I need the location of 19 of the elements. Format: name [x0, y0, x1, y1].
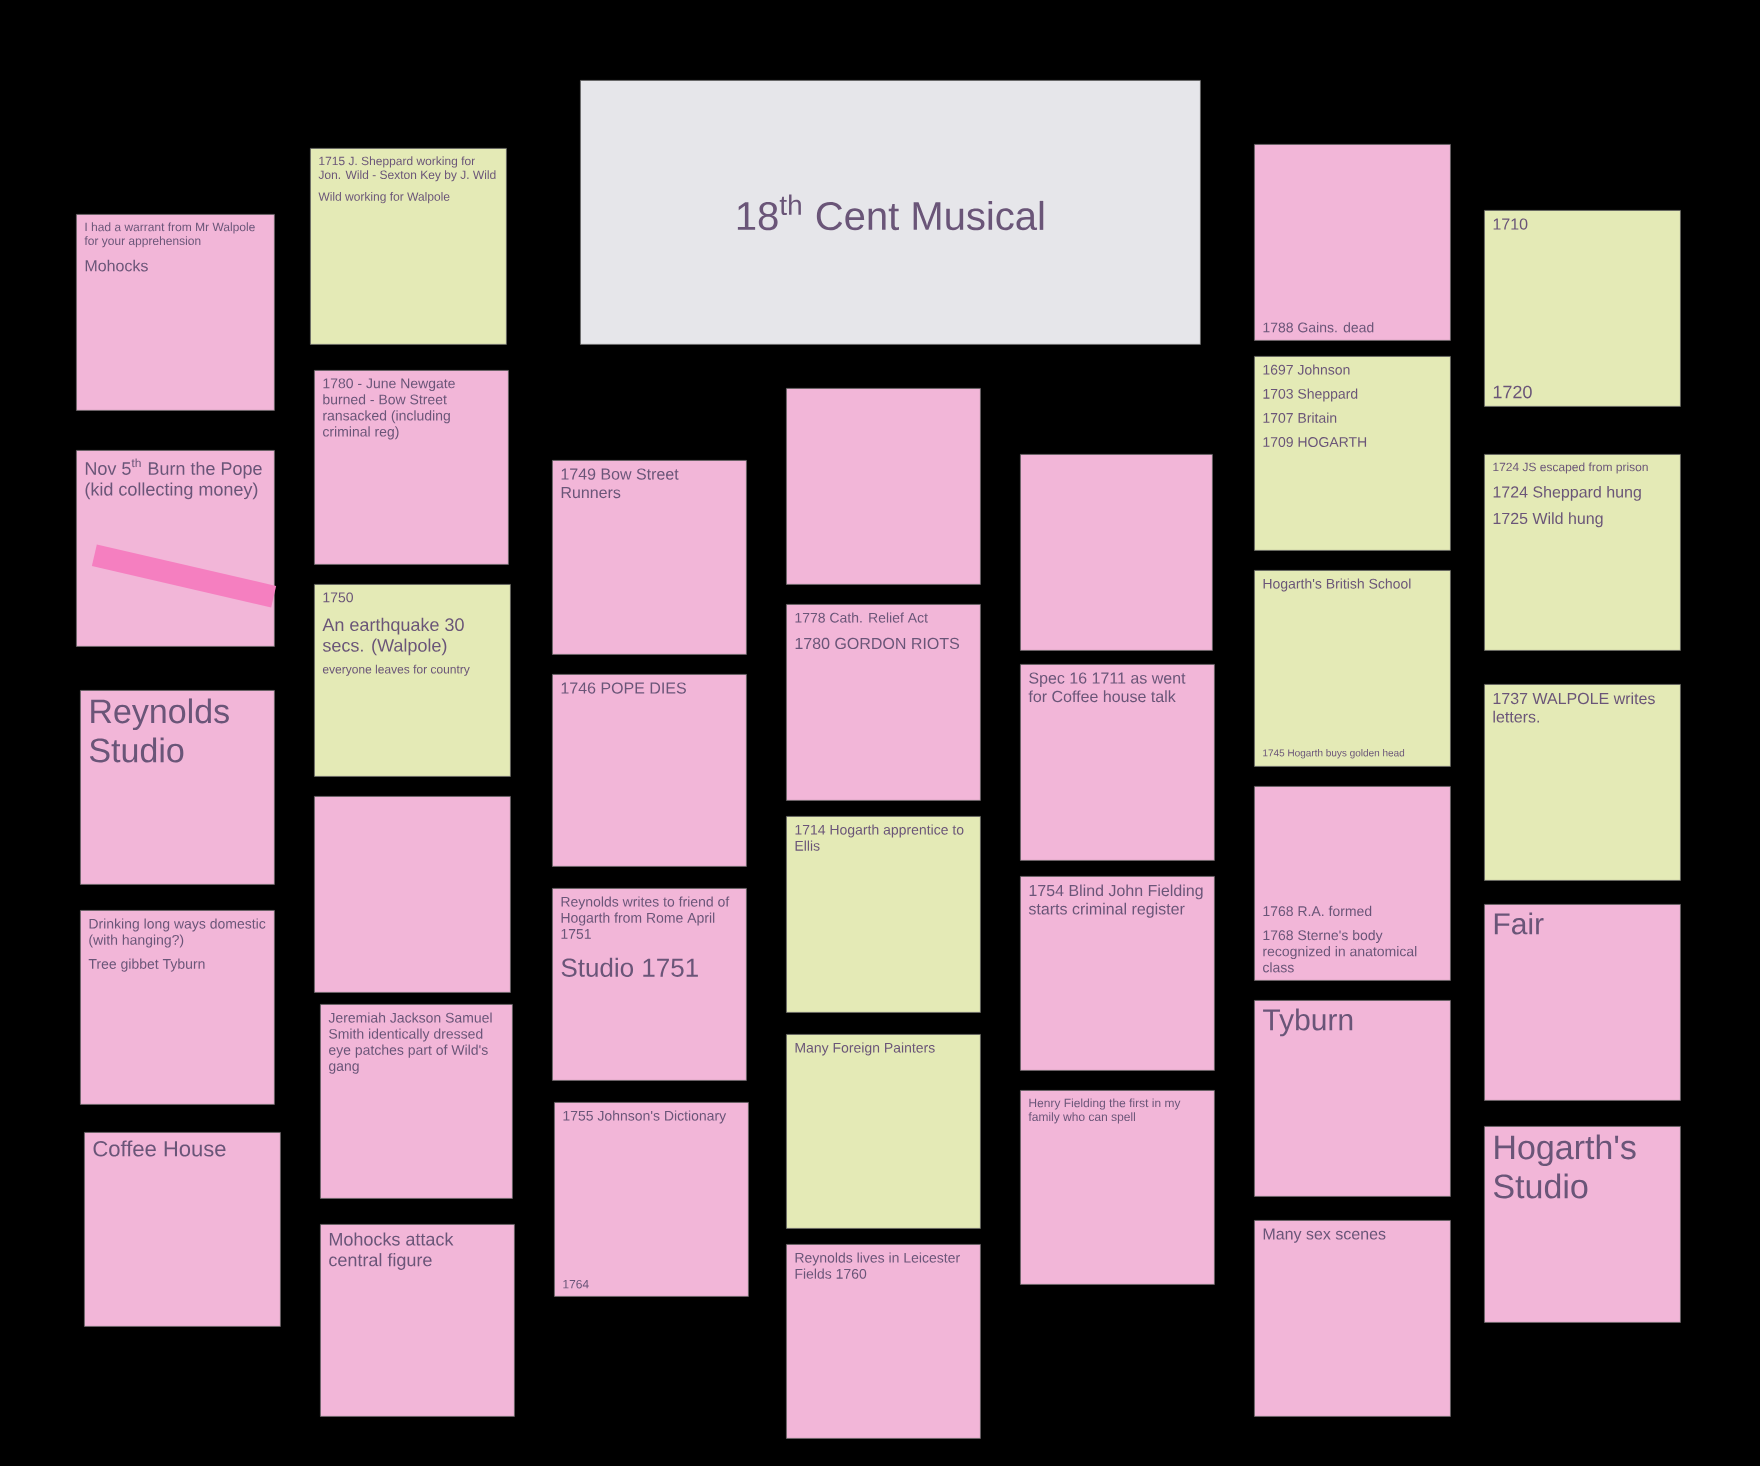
sticky-note: Nov 5$^{th}$ Burn the Pope (kid collecting money)	[76, 450, 275, 647]
sticky-note	[314, 796, 511, 993]
sticky-note: Fair	[1484, 904, 1681, 1101]
sticky-note: Reynolds Studio	[80, 690, 275, 885]
sticky-note: Tyburn	[1254, 1000, 1451, 1197]
sticky-note: 1737 WALPOLE writes letters.	[1484, 684, 1681, 881]
sticky-note: Coffee House	[84, 1132, 281, 1327]
sticky-note: 18$^{th}$ Cent Musical	[580, 80, 1201, 345]
sticky-note: Many sex scenes	[1254, 1220, 1451, 1417]
sticky-note: Spec 16 1711 as went for Coffee house talk	[1020, 664, 1215, 861]
paper-strip	[91, 544, 277, 608]
sticky-note: Hogarth's Studio	[1484, 1126, 1681, 1323]
sticky-note: 1754 Blind John Fielding starts criminal register	[1020, 876, 1215, 1071]
sticky-note: 1746 POPE DIES	[552, 674, 747, 867]
sticky-note: 1710 1720	[1484, 210, 1681, 407]
sticky-note	[786, 388, 981, 585]
sticky-note: Mohocks attack central figure	[320, 1224, 515, 1417]
sticky-note	[1020, 454, 1213, 651]
sticky-note: 1749 Bow Street Runners	[552, 460, 747, 655]
